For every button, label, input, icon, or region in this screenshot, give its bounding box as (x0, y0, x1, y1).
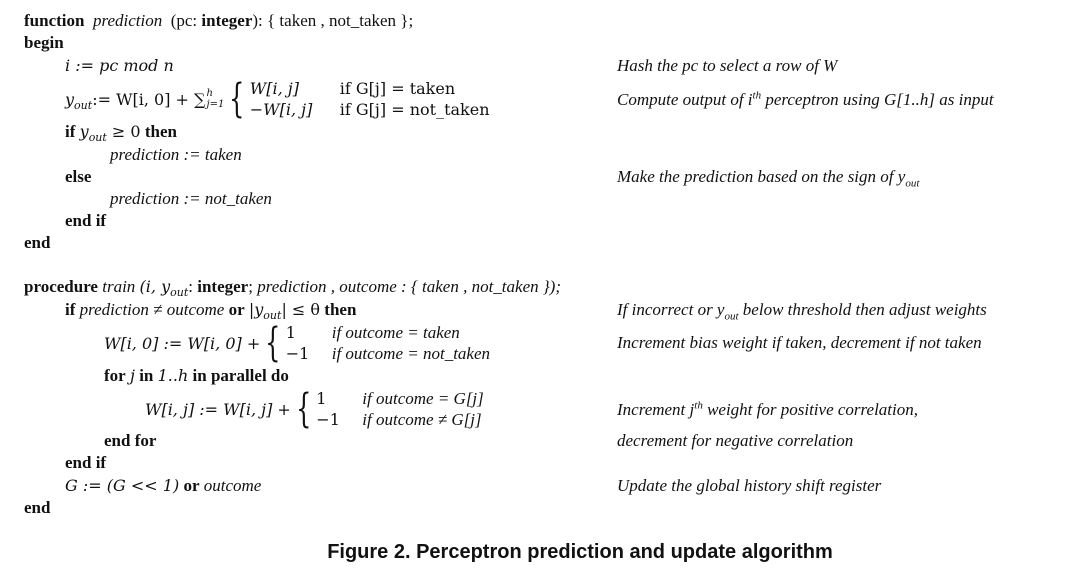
comment-weight-cont: decrement for negative correlation (617, 431, 854, 450)
procedure-name: train (102, 277, 136, 296)
prediction-taken-line: prediction := taken (110, 145, 242, 164)
function-param: (pc: (170, 11, 198, 30)
comment-weight: Increment jth weight for positive correl… (617, 399, 918, 419)
function-param-type: integer (201, 11, 253, 30)
yout-rhs: := W[i, 0] + ∑ (92, 89, 206, 109)
train-end-if-keyword: end if (65, 453, 107, 472)
function-keyword: function (24, 11, 85, 30)
ghr-update-line: G := (G << 1) or outcome (65, 476, 262, 495)
case-row: −W[i, j]if G[j] = not_taken (249, 100, 490, 119)
figure-caption: Figure 2. Perceptron prediction and upda… (327, 541, 833, 563)
end-if-keyword: end if (65, 211, 107, 230)
procedure-header: procedure train (i, yout: integer; predi… (24, 277, 561, 300)
end-for-keyword: end for (104, 431, 157, 450)
begin-keyword: begin (24, 33, 64, 52)
if-line: if yout ≥ 0 then (65, 122, 177, 145)
comment-hash: Hash the pc to select a row of W (617, 56, 838, 75)
hash-line: i := pc mod n (65, 56, 174, 75)
prediction-not-taken-line: prediction := not_taken (110, 189, 272, 208)
left-brace-icon: { (295, 386, 312, 432)
comment-predict: Make the prediction based on the sign of… (617, 167, 920, 190)
end-keyword: end (24, 233, 51, 252)
yout-cases: W[i, j]if G[j] = taken −W[i, j]if G[j] =… (250, 78, 500, 120)
train-if-line: if prediction ≠ outcome or |yout| ≤ θ th… (65, 300, 357, 323)
case-row: W[i, j]if G[j] = taken (249, 79, 456, 98)
function-name: prediction (92, 11, 163, 30)
comment-ghr: Update the global history shift register (617, 476, 882, 495)
comment-bias: Increment bias weight if taken, decremen… (617, 333, 982, 352)
else-keyword: else (65, 167, 92, 186)
function-header: function prediction (pc: integer): { tak… (24, 11, 413, 31)
yout-lhs: yout (65, 89, 93, 112)
comment-threshold: If incorrect or yout below threshold the… (617, 300, 987, 323)
train-end-keyword: end (24, 498, 51, 517)
function-returns: ): { taken , not_taken }; (252, 11, 414, 30)
for-line: for j in 1..h in parallel do (104, 366, 289, 385)
comment-compute: Compute output of ith perceptron using G… (617, 89, 994, 109)
left-brace-icon: { (229, 76, 245, 122)
left-brace-icon: { (265, 320, 281, 366)
